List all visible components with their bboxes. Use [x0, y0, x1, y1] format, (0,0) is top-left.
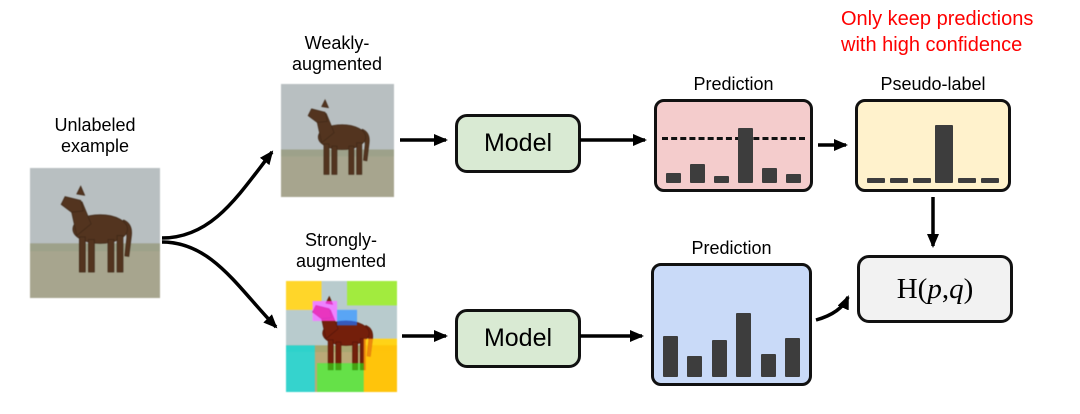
loss-q: q: [949, 272, 964, 305]
model-box-bottom: Model: [455, 309, 581, 368]
loss-p: p: [927, 272, 942, 305]
prediction-top-bars: [666, 110, 801, 183]
arrow-unlabeled-to-strong: [161, 240, 278, 329]
pseudo-label-chart: [855, 99, 1011, 192]
unlabeled-example-label: Unlabeled example: [54, 115, 136, 156]
prediction-top-chart: [654, 99, 813, 192]
unlabeled-example-image: [30, 168, 160, 298]
loss-suffix: ): [963, 272, 974, 305]
horse-image-strong: [286, 281, 397, 392]
arrow-prediction-to-loss: [815, 295, 850, 322]
weakly-augmented-image: [281, 84, 394, 197]
pseudo-label-title: Pseudo-label: [880, 74, 986, 94]
confidence-threshold-line: [662, 136, 805, 140]
cross-entropy-loss-box: H(p, q): [857, 255, 1013, 323]
prediction-top-label: Prediction: [693, 74, 774, 94]
prediction-bottom-bars: [663, 274, 800, 377]
prediction-bottom-label: Prediction: [691, 238, 772, 258]
prediction-bottom-chart: [651, 263, 812, 386]
high-confidence-note: Only keep predictions with high confiden…: [841, 8, 1034, 56]
arrow-unlabeled-to-weak: [161, 150, 274, 240]
loss-prefix: H(: [896, 272, 928, 305]
horse-image-weak: [281, 84, 394, 197]
model-box-top: Model: [455, 114, 581, 173]
weakly-augmented-label: Weakly- augmented: [291, 33, 383, 74]
horse-image: [30, 168, 160, 298]
strongly-augmented-label: Strongly- augmented: [295, 230, 387, 271]
pseudo-label-bars: [867, 110, 999, 183]
loss-sep: ,: [941, 272, 950, 305]
strongly-augmented-image: [286, 281, 397, 392]
